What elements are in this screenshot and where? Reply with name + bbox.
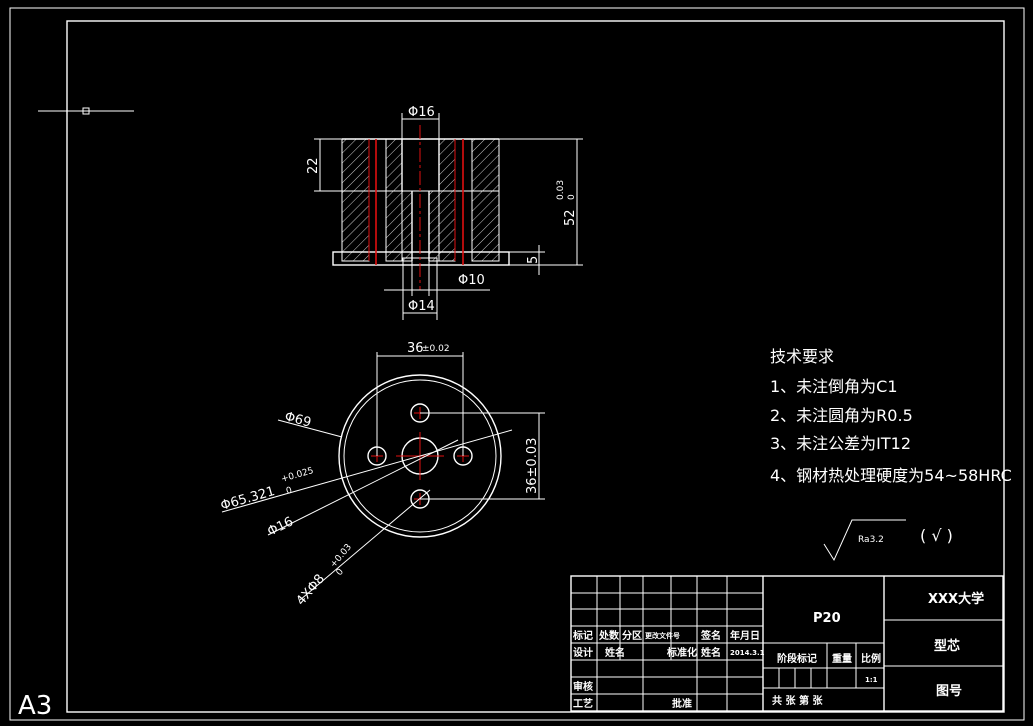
tb-process-label: 工艺 [573,697,593,710]
tb-row-label-mark: 标记 [572,629,593,642]
tb-standard-label: 标准化 [666,646,697,659]
tech-item-2: 2、未注圆角为R0.5 [770,406,913,425]
inner-frame [66,20,1005,713]
tb-date: 2014.3.1 [730,649,765,657]
tb-review-label: 审核 [573,680,593,693]
top-view: 36 ±0.02 36±0.03 Φ69 Φ65.321 +0.025 0 Φ1… [219,341,545,609]
roughness-symbol: Ra3.2 ( √ ) [823,519,953,562]
tb-row-label-count: 处数 [598,629,620,642]
dim-counterbore-depth: 22 [306,157,321,174]
tb-stage-label: 阶段标记 [777,652,817,665]
counterbore-right-lower [428,190,440,262]
dim-hole-spacing-tol: ±0.02 [422,344,450,354]
leader-center [267,439,459,536]
section-left-inner [385,138,403,262]
dim-span: 36±0.03 [525,438,540,494]
dim-top-bore: Φ16 [408,105,435,120]
front-section-view: Φ16 22 52 0.03 0 5 Φ10 Φ14 [306,105,583,320]
tech-item-4: 4、钢材热处理硬度为54~58HRC [770,466,1012,485]
tb-approve-label: 批准 [672,697,692,710]
dim-pitch-tol-upper: +0.025 [280,466,315,485]
dim-bottom-counterbore: Φ14 [408,299,435,314]
tb-part-name: 型芯 [934,638,960,654]
tb-row-label-date: 年月日 [730,629,760,642]
dim-bottom-bore: Φ10 [458,273,485,288]
leader-pitch [221,429,513,513]
tb-sheet-info: 共 张 第 张 [772,694,823,707]
dim-hole-spacing: 36 [407,341,424,356]
tb-school: XXX大学 [928,591,984,607]
section-left-outer [341,138,370,262]
outer-circle [338,374,502,538]
roughness-other: ( √ ) [920,526,953,545]
dim-center-bore: Φ16 [265,514,296,539]
section-right-inner [438,138,456,262]
sheet-size-label: A3 [18,691,52,721]
dim-height: 52 [563,209,578,226]
tb-drawing-no-label: 图号 [936,684,962,699]
tb-scale-value: 1:1 [865,676,878,684]
dim-holes-tol-upper: +0.03 [329,542,354,570]
tb-weight-label: 重量 [832,652,852,665]
tb-row-label-sign: 签名 [700,629,721,642]
dim-pitch-tol-lower: 0 [285,486,294,497]
dim-holes-tol-lower: 0 [335,567,347,578]
roughness-value: Ra3.2 [858,535,884,545]
leader-outer [277,419,343,438]
tb-row-label-change: 更改文件号 [645,631,680,640]
tb-standard-sign: 姓名 [700,646,721,659]
tech-item-3: 3、未注公差为IT12 [770,434,911,453]
tech-item-1: 1、未注倒角为C1 [770,377,898,396]
dim-pitch-circle: Φ65.321 [219,484,277,514]
tb-design-label: 设计 [573,646,593,659]
dim-holes: 4XΦ8 [294,572,328,609]
tech-requirements: 技术要求 1、未注倒角为C1 2、未注圆角为R0.5 3、未注公差为IT12 4… [770,347,1012,485]
counterbore-left-lower [401,190,413,262]
dim-height-tol-lower: 0 [567,194,577,200]
tb-row-label-zone: 分区 [622,629,642,642]
dim-outer-dia: Φ69 [283,409,313,430]
dim-flange: 5 [526,256,541,264]
section-right-outer [471,138,500,262]
leader-holes [299,489,431,601]
dim-height-tol-upper: 0.03 [556,180,566,200]
crosshair-cursor-icon [38,107,134,115]
tb-part-code: P20 [813,611,841,626]
pitch-circle [343,379,497,533]
tb-design-sign: 姓名 [604,646,625,659]
title-block: 标记 处数 分区 更改文件号 签名 年月日 设计 姓名 标准化 姓名 2014.… [570,575,1004,712]
tb-scale-label: 比例 [861,652,881,665]
outer-border [9,7,1025,721]
tech-title: 技术要求 [770,347,834,366]
